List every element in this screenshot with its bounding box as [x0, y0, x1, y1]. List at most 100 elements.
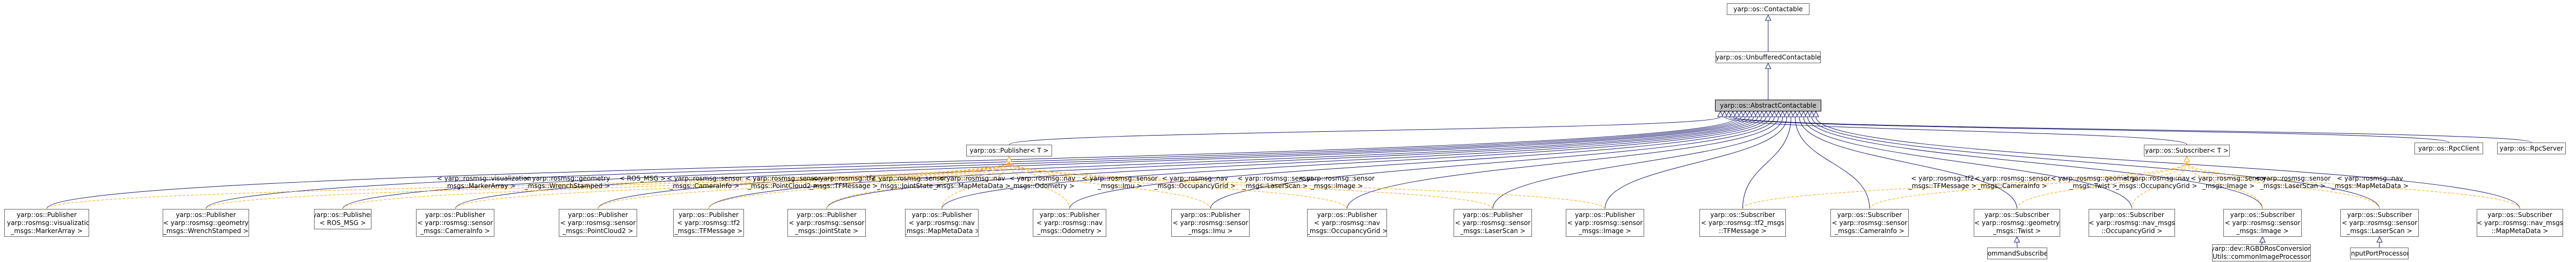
inheritance-edge: [708, 116, 1758, 209]
class-node-pub-image[interactable]: yarp::os::Publisher< yarp::rosmsg::senso…: [1566, 209, 1644, 237]
class-node-line: _msgs::WrenchStamped >: [163, 227, 249, 235]
class-node-pub-pointcloud[interactable]: yarp::os::Publisher< yarp::rosmsg::senso…: [559, 209, 637, 237]
class-node-line: yarp::os::Subscriber: [1710, 211, 1775, 219]
class-node-rpcclient[interactable]: yarp::os::RpcClient: [2414, 143, 2483, 154]
template-edge: [2017, 161, 2187, 209]
inheritance-arrowhead: [1800, 110, 1807, 117]
template-edge: [455, 161, 1010, 209]
template-edge-label-line: _msgs::PointCloud2 >: [747, 182, 819, 190]
class-node-pub-rosmsg[interactable]: yarp::os::Publisher< ROS_MSG >: [314, 209, 371, 229]
template-edge-label-line: < yarp::rosmsg::nav: [1162, 175, 1228, 183]
class-node-line: < yarp::rosmsg::sensor: [1455, 219, 1531, 227]
class-node-commandsubscriber[interactable]: commandSubscriber: [1987, 248, 2047, 259]
inheritance-edge: [1794, 116, 1870, 209]
inheritance-edge: [1803, 116, 2132, 209]
class-node-sub-tfmessage[interactable]: yarp::os::Subscriber< yarp::rosmsg::tf2_…: [1699, 209, 1786, 237]
class-node-sub-occgrid[interactable]: yarp::os::Subscriber< yarp::rosmsg::nav_…: [2089, 209, 2175, 237]
class-node-publisher-t[interactable]: yarp::os::Publisher< T >: [966, 145, 1052, 156]
inheritance-edge: [597, 116, 1754, 209]
template-edge-label-line: < yarp::rosmsg::nav: [2123, 175, 2190, 183]
class-node-line: yarp::os::Contactable: [1733, 5, 1803, 13]
class-node-line: yarp::os::Subscriber: [2230, 211, 2295, 219]
template-edge-label: < yarp::rosmsg::sensor_msgs::Imu >: [1077, 175, 1163, 190]
template-edge-label: < yarp::rosmsg::geometry_msgs::WrenchSta…: [524, 175, 610, 190]
template-edge: [708, 161, 1010, 209]
template-edge-label-line: < yarp::rosmsg::geometry: [2050, 175, 2136, 183]
class-node-pub-wrench[interactable]: yarp::os::Publisher< yarp::rosmsg::geome…: [163, 209, 249, 237]
class-node-pub-mapmeta[interactable]: yarp::os::Publisher< yarp::rosmsg::nav_m…: [905, 209, 979, 237]
class-node-line: yarp::os::Subscriber: [2487, 211, 2552, 219]
class-node-abstract[interactable]: yarp::os::AbstractContactable: [1715, 100, 1821, 111]
inheritance-arrowhead: [1738, 110, 1745, 117]
template-edge-label-line: < yarp::rosmsg::visualization: [436, 175, 531, 183]
template-edge-label-line: _msgs::TFMessage >: [1908, 182, 1977, 190]
class-node-line: _msgs::Image >: [1579, 227, 1631, 235]
template-edge-label-line: < yarp::rosmsg::sensor: [667, 175, 742, 183]
template-edge-label-line: < yarp::rosmsg::sensor: [745, 175, 821, 183]
template-edge: [1742, 161, 2187, 209]
template-edge-label: < yarp::rosmsg::sensor_msgs::CameraInfo …: [1969, 175, 2055, 190]
inheritance-arrowhead: [1771, 110, 1778, 117]
template-edge-label-line: < yarp::rosmsg::tf2: [812, 175, 875, 183]
template-edge-label-line: < yarp::rosmsg::sensor: [871, 175, 947, 183]
class-node-pub-caminfo[interactable]: yarp::os::Publisher< yarp::rosmsg::senso…: [416, 209, 494, 237]
class-node-pub-laserscan[interactable]: yarp::os::Publisher< yarp::rosmsg::senso…: [1454, 209, 1532, 237]
template-edge-label-line: _msgs::Odometry >: [1010, 182, 1075, 190]
inheritance-edge: [1492, 116, 1783, 209]
inheritance-arrowhead: [1734, 110, 1740, 117]
class-node-line: < yarp::rosmsg::geometry: [163, 219, 249, 227]
template-edge-label-line: < yarp::rosmsg::sensor: [1299, 175, 1375, 183]
class-node-pub-tfmessage[interactable]: yarp::os::Publisher< yarp::rosmsg::tf2_m…: [673, 209, 744, 237]
class-node-pub-markerarray[interactable]: yarp::os::Publisher< yarp::rosmsg::visua…: [4, 209, 89, 237]
inheritance-edge: [1210, 116, 1775, 209]
inheritance-edge: [2017, 242, 2018, 248]
inheritance-edge: [1069, 116, 1771, 209]
class-node-unbuffered[interactable]: yarp::os::UnbufferedContactable: [1716, 51, 1821, 63]
template-edge-label-line: _msgs::MarkerArray >: [444, 182, 516, 190]
class-node-line: < yarp::rosmsg::sensor: [1172, 219, 1249, 227]
inheritance-edge: [1009, 116, 1721, 145]
template-edge-label-line: < yarp::rosmsg::nav: [2337, 175, 2403, 183]
template-edge: [2186, 161, 2263, 209]
class-node-line: < yarp::rosmsg::sensor: [789, 219, 865, 227]
class-node-line: yarp::os::Publisher: [425, 211, 485, 219]
class-node-sub-image[interactable]: yarp::os::Subscriber< yarp::rosmsg::sens…: [2223, 209, 2302, 237]
class-node-line: yarp::os::Subscriber< T >: [2145, 146, 2229, 154]
template-edge-label-line: _msgs::Twist >: [2069, 182, 2118, 190]
class-node-line: < yarp::rosmsg::nav: [909, 219, 975, 227]
inheritance-arrowhead: [1765, 62, 1771, 69]
class-node-pub-jointstate[interactable]: yarp::os::Publisher< yarp::rosmsg::senso…: [787, 209, 866, 237]
class-node-pub-odometry[interactable]: yarp::os::Publisher< yarp::rosmsg::nav_m…: [1033, 209, 1106, 237]
template-edge-label-line: _msgs::TFMessage >: [809, 182, 878, 190]
class-node-pub-imu[interactable]: yarp::os::Publisher< yarp::rosmsg::senso…: [1171, 209, 1250, 237]
template-edge: [942, 161, 1010, 209]
class-node-line: yarp::os::Publisher: [1317, 211, 1377, 219]
inheritance-arrowhead: [1813, 110, 1819, 117]
class-node-sub-mapmeta[interactable]: yarp::os::Subscriber< yarp::rosmsg::nav_…: [2477, 209, 2563, 237]
class-node-line: ::OccupancyGrid >: [2101, 227, 2163, 235]
inheritance-edge: [1811, 116, 2380, 209]
inheritance-edge: [1799, 116, 2017, 209]
inheritance-arrowhead: [1754, 110, 1761, 117]
template-edge-label: < yarp::rosmsg::sensor_msgs::Image >: [2186, 175, 2272, 190]
class-node-line: yarp::os::Publisher: [176, 211, 236, 219]
class-node-contactable[interactable]: yarp::os::Contactable: [1727, 3, 1809, 15]
template-edge-label: < yarp::rosmsg::nav_msgs::MapMetaData >: [929, 175, 1015, 190]
template-edge-label-line: _msgs::OccupancyGrid >: [2115, 182, 2198, 190]
inheritance-arrowhead: [1784, 110, 1790, 117]
class-node-rpcserver[interactable]: yarp::os::RpcServer: [2497, 143, 2566, 154]
template-edge: [2132, 161, 2187, 209]
class-node-line: _msgs::CameraInfo >: [1835, 227, 1904, 235]
inheritance-edge: [1732, 116, 2532, 143]
class-node-line: yarp::dev::RGBDRosConversion: [2212, 245, 2311, 252]
template-edge: [342, 161, 1010, 209]
class-node-line: < yarp::rosmsg::nav_msgs: [2089, 219, 2175, 227]
class-node-subscriber-t[interactable]: yarp::os::Subscriber< T >: [2144, 145, 2230, 156]
class-node-inputport[interactable]: InputPortProcessor: [2350, 248, 2409, 259]
class-node-pub-occgrid[interactable]: yarp::os::Publisher< yarp::rosmsg::nav_m…: [1307, 209, 1387, 237]
class-node-sub-laserscan[interactable]: yarp::os::Subscriber< yarp::rosmsg::sens…: [2340, 209, 2419, 237]
class-node-sub-caminfo[interactable]: yarp::os::Subscriber< yarp::rosmsg::sens…: [1830, 209, 1909, 237]
class-node-sub-twist[interactable]: yarp::os::Subscriber< yarp::rosmsg::geom…: [1974, 209, 2060, 237]
